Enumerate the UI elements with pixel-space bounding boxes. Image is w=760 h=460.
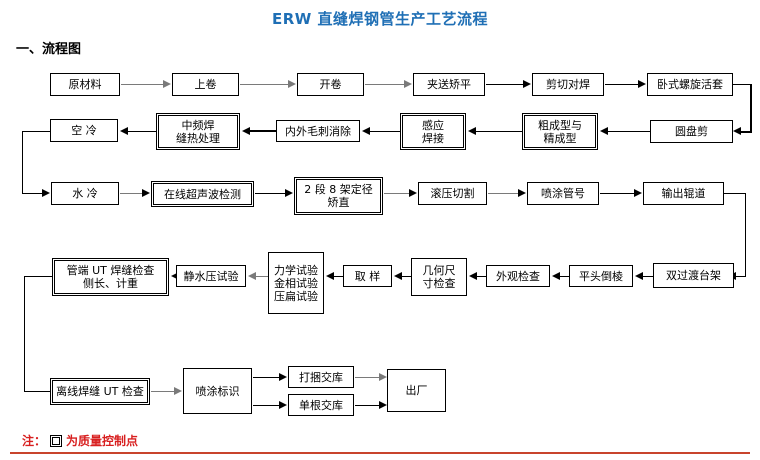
- node-bundled-delivery[interactable]: 打捆交库: [288, 366, 354, 388]
- arrow-lab-to-hydro: [248, 272, 256, 280]
- node-lab-tests[interactable]: 力学试验 金相试验 压扁试验: [268, 252, 324, 314]
- node-facing-beveling[interactable]: 平头倒棱: [569, 265, 633, 287]
- section-heading: 一、流程图: [16, 42, 82, 57]
- node-uncoiling-up[interactable]: 上卷: [172, 73, 239, 96]
- arrow-marking-to-bundled: [279, 373, 287, 381]
- node-hydrostatic-test[interactable]: 静水压试验: [176, 265, 246, 287]
- node-single-delivery[interactable]: 单根交库: [288, 394, 354, 416]
- arrow-geometry-to-sampling: [394, 272, 402, 280]
- legend-note: 注： 为质量控制点: [22, 432, 138, 449]
- arrow-burr-to-heat-treatment: [242, 127, 250, 135]
- node-air-cooling[interactable]: 空 冷: [50, 119, 118, 142]
- node-induction-welding[interactable]: 感应 焊接: [400, 113, 466, 150]
- arrow-heat-treat-to-air-cooling: [120, 127, 128, 135]
- node-mf-weld-heat-treatment[interactable]: 中频焊 缝热处理: [156, 113, 240, 150]
- node-sampling[interactable]: 取 样: [343, 265, 392, 287]
- arrow-cutting-to-spraying: [518, 189, 526, 197]
- node-rough-fine-forming[interactable]: 粗成型与 精成型: [522, 113, 598, 150]
- arrow-forming-to-induction: [468, 127, 476, 135]
- arrow-pinch-to-shear: [523, 80, 531, 88]
- node-pinch-leveling[interactable]: 夹送矫平: [413, 73, 485, 96]
- arrow-transfer-rack-to-facing: [635, 272, 643, 280]
- arrow-marking-to-single: [279, 401, 287, 409]
- node-sizing-straightening[interactable]: 2 段 8 架定径 矫直: [294, 177, 383, 215]
- arrow-air-to-water-cooling: [42, 189, 50, 197]
- arrow-appearance-to-geometry: [469, 272, 477, 280]
- arrow-offline-ut-to-marking: [174, 387, 182, 395]
- node-offline-weld-ut-inspection[interactable]: 离线焊缝 UT 检查: [50, 378, 150, 405]
- node-output-roller-table[interactable]: 输出辊道: [643, 182, 724, 205]
- arrow-bundled-to-exfactory: [379, 373, 387, 381]
- node-horizontal-spiral-accumulator[interactable]: 卧式螺旋活套: [647, 73, 733, 96]
- quality-control-point-icon: [50, 434, 63, 447]
- node-water-cooling[interactable]: 水 冷: [51, 182, 119, 205]
- arrow-ut-to-sizing: [285, 189, 293, 197]
- bottom-divider: [10, 452, 750, 454]
- legend-note-prefix: 注：: [22, 434, 47, 448]
- node-roll-cutting[interactable]: 滚压切割: [418, 182, 487, 205]
- page-title: ERW 直缝焊钢管生产工艺流程: [271, 10, 489, 28]
- arrow-raw-to-uncoil-up: [163, 80, 171, 88]
- node-shear-welding[interactable]: 剪切对焊: [532, 73, 604, 96]
- arrow-sampling-to-lab: [326, 272, 334, 280]
- arrow-single-to-exfactory: [379, 401, 387, 409]
- node-double-transfer-rack[interactable]: 双过渡台架: [653, 263, 734, 288]
- arrow-spraying-to-roller: [634, 189, 642, 197]
- node-geometry-dimension-inspection[interactable]: 几何尺 寸检查: [411, 258, 467, 296]
- arrow-disc-shear-to-forming: [600, 127, 608, 135]
- node-burr-removal[interactable]: 内外毛刺消除: [276, 120, 360, 142]
- arrow-accumulator-to-disc-shear: [733, 127, 741, 135]
- node-pipe-end-ut-weld-inspection[interactable]: 管端 UT 焊缝检查 侧长、计重: [52, 258, 169, 296]
- node-uncoiling[interactable]: 开卷: [297, 73, 364, 96]
- arrow-water-to-ut: [142, 189, 150, 197]
- node-online-ultrasonic-test[interactable]: 在线超声波检测: [151, 181, 254, 207]
- arrow-facing-to-appearance: [552, 272, 560, 280]
- legend-note-suffix: 为质量控制点: [66, 434, 139, 448]
- arrow-shear-to-accumulator: [638, 80, 646, 88]
- arrow-hydro-to-pipe-end-ut: [171, 272, 179, 280]
- node-marking-spraying[interactable]: 喷涂标识: [183, 368, 252, 414]
- node-ex-factory[interactable]: 出厂: [387, 369, 446, 412]
- node-appearance-inspection[interactable]: 外观检查: [486, 265, 550, 287]
- node-pipe-number-spraying[interactable]: 喷涂管号: [527, 182, 599, 205]
- arrow-up-to-uncoiling: [288, 80, 296, 88]
- node-disc-shear[interactable]: 圆盘剪: [650, 120, 733, 143]
- arrow-induction-to-burr: [362, 127, 370, 135]
- arrow-sizing-to-cutting: [409, 189, 417, 197]
- node-raw-material[interactable]: 原材料: [50, 73, 120, 96]
- arrow-uncoiling-to-pinch: [404, 80, 412, 88]
